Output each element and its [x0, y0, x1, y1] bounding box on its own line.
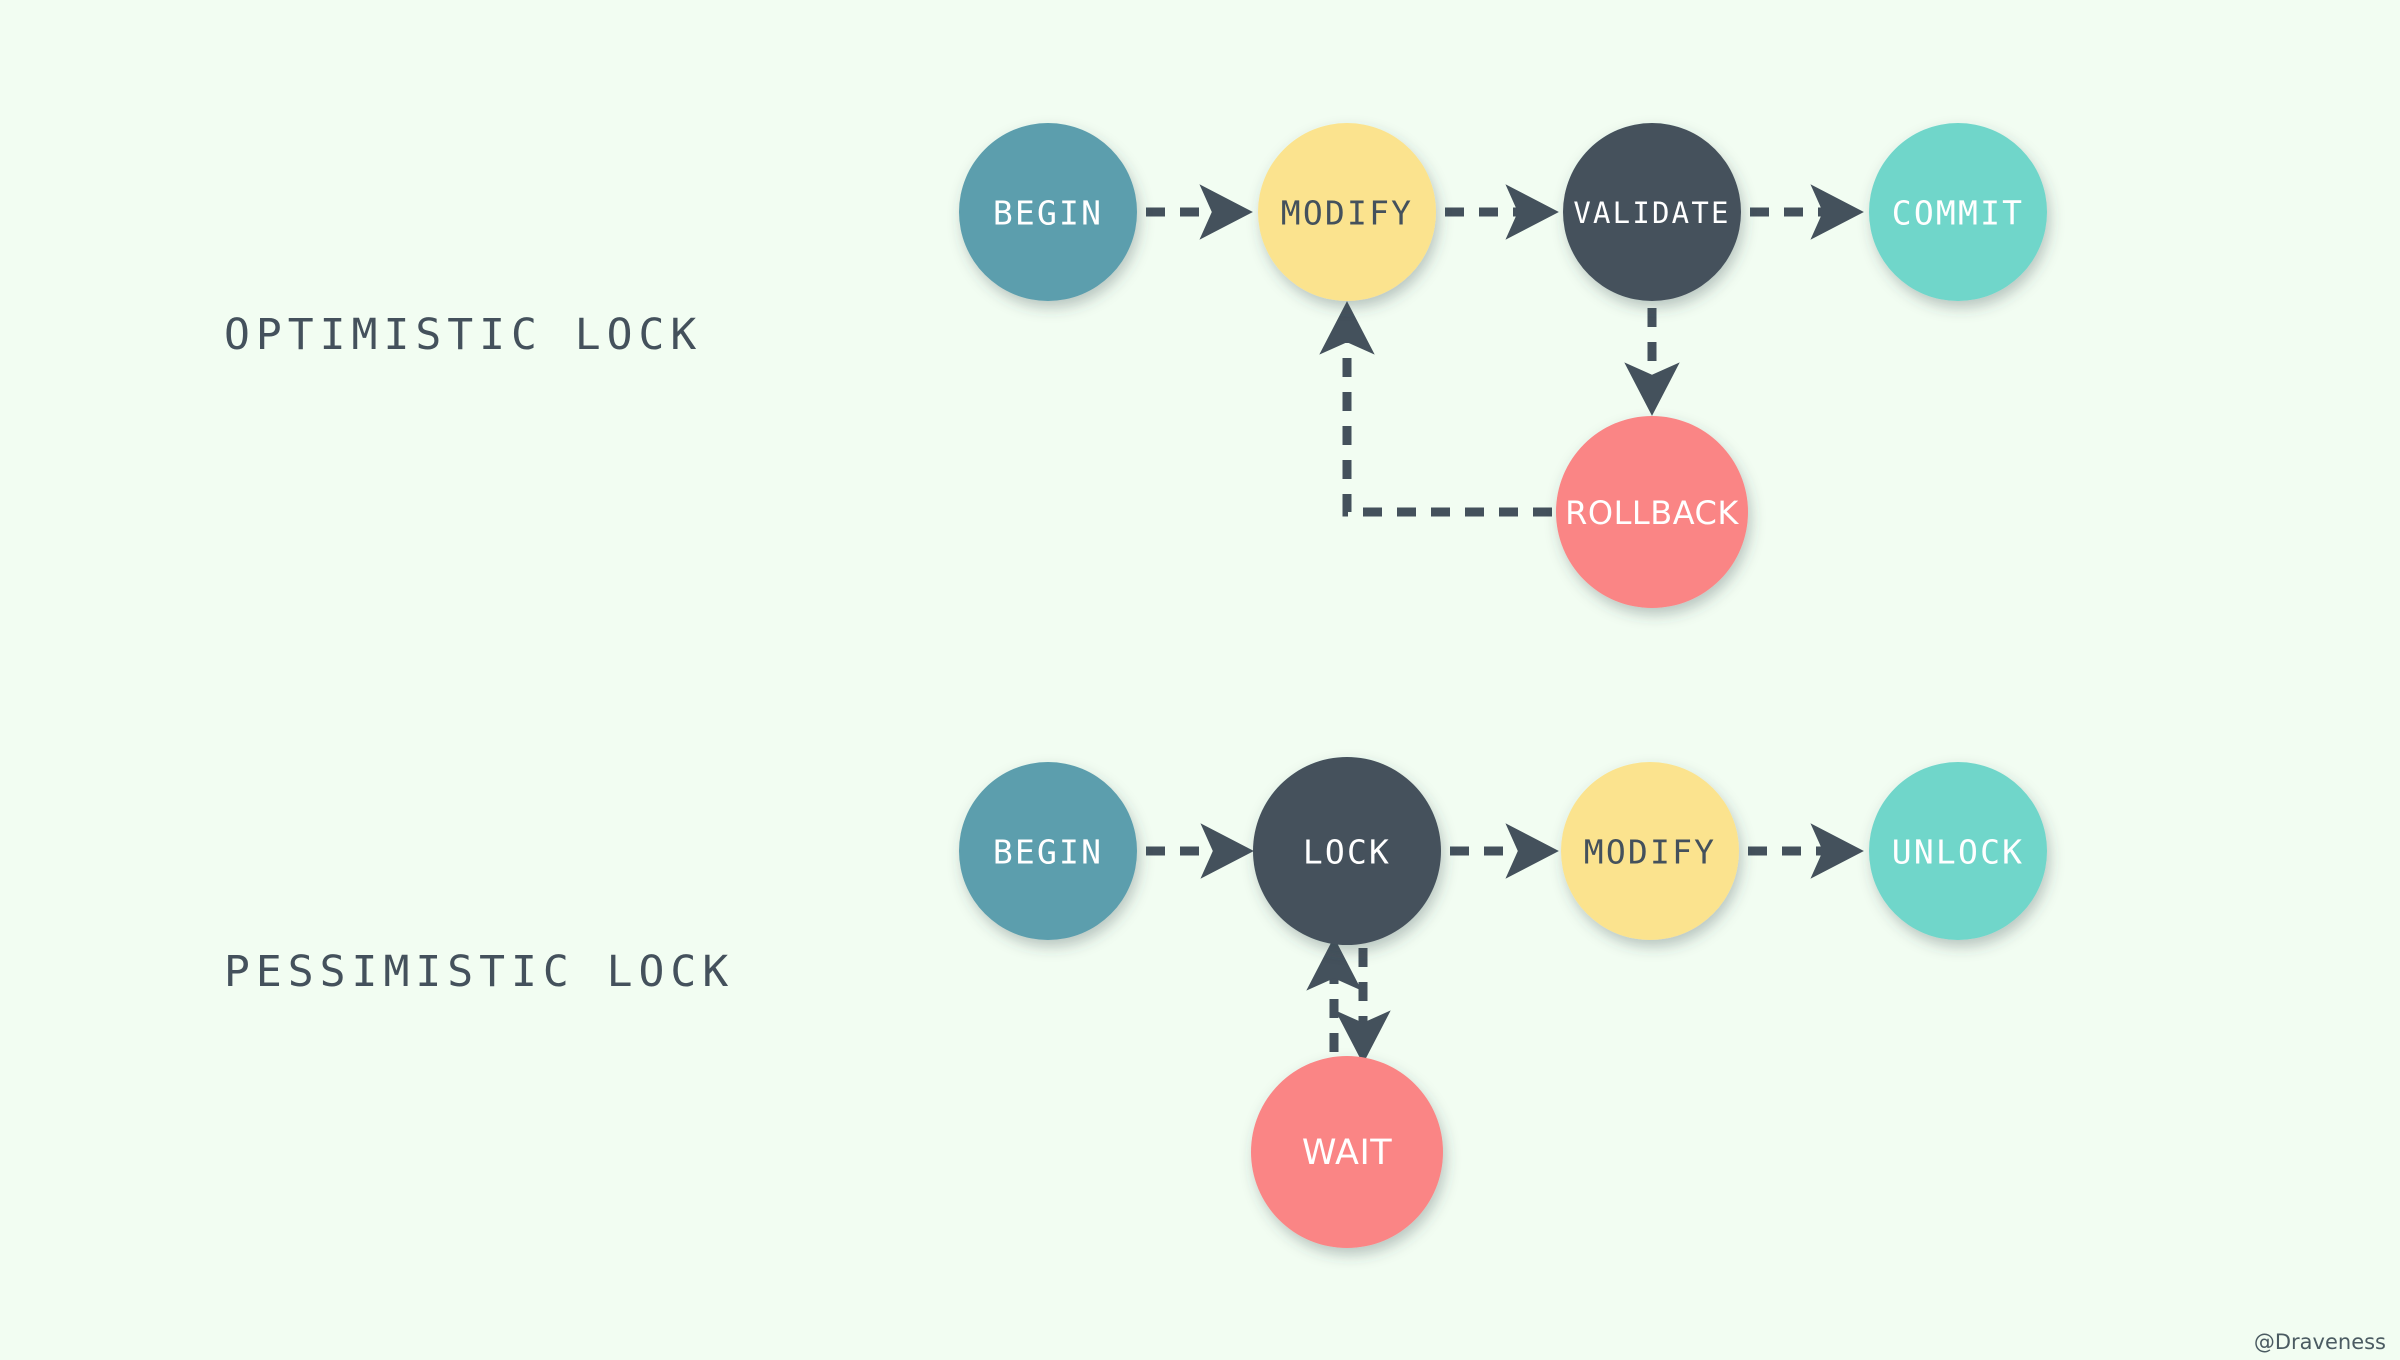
- node-opt-rollback[interactable]: ROLLBACK: [1556, 416, 1748, 608]
- node-circle-opt-commit: [1869, 123, 2047, 301]
- node-label-pes-unlock: UNLOCK: [1892, 833, 2024, 872]
- node-circle-pes-begin: [959, 762, 1137, 940]
- node-circle-opt-rollback: [1556, 416, 1748, 608]
- node-circle-pes-unlock: [1869, 762, 2047, 940]
- node-label-opt-validate: VALIDATE: [1573, 196, 1730, 230]
- node-circle-pes-modify: [1561, 762, 1739, 940]
- node-opt-validate[interactable]: VALIDATE: [1563, 123, 1741, 301]
- node-pes-wait[interactable]: WAIT: [1251, 1056, 1443, 1248]
- node-pes-lock[interactable]: LOCK: [1253, 757, 1441, 945]
- edges-layer: [1146, 184, 1864, 1064]
- node-circle-opt-begin: [959, 123, 1137, 301]
- node-opt-commit[interactable]: COMMIT: [1869, 123, 2047, 301]
- node-circle-pes-wait: [1251, 1056, 1443, 1248]
- node-label-pes-wait: WAIT: [1302, 1133, 1392, 1173]
- section-title-pessimistic: PESSIMISTIC LOCK: [224, 947, 735, 997]
- node-label-pes-lock: LOCK: [1303, 833, 1391, 872]
- node-pes-begin[interactable]: BEGIN: [959, 762, 1137, 940]
- node-opt-modify[interactable]: MODIFY: [1258, 123, 1436, 301]
- nodes-layer: BEGIN MODIFY VALIDATE COMMIT ROLLBACK BEGIN LO…: [959, 123, 2047, 1248]
- node-label-pes-modify: MODIFY: [1584, 833, 1716, 872]
- node-pes-modify[interactable]: MODIFY: [1561, 762, 1739, 940]
- node-label-opt-rollback: ROLLBACK: [1565, 494, 1739, 532]
- node-circle-opt-validate: [1563, 123, 1741, 301]
- node-opt-begin[interactable]: BEGIN: [959, 123, 1137, 301]
- node-label-opt-commit: COMMIT: [1892, 194, 2024, 233]
- node-label-opt-modify: MODIFY: [1281, 194, 1413, 233]
- node-pes-unlock[interactable]: UNLOCK: [1869, 762, 2047, 940]
- watermark-credit: @Draveness: [2253, 1330, 2386, 1354]
- node-label-pes-begin: BEGIN: [993, 833, 1103, 872]
- node-circle-pes-lock: [1253, 757, 1441, 945]
- edge-opt-rollback-to-opt-modify: [1319, 301, 1552, 517]
- node-label-opt-begin: BEGIN: [993, 194, 1103, 233]
- section-title-optimistic: OPTIMISTIC LOCK: [224, 310, 703, 360]
- node-circle-opt-modify: [1258, 123, 1436, 301]
